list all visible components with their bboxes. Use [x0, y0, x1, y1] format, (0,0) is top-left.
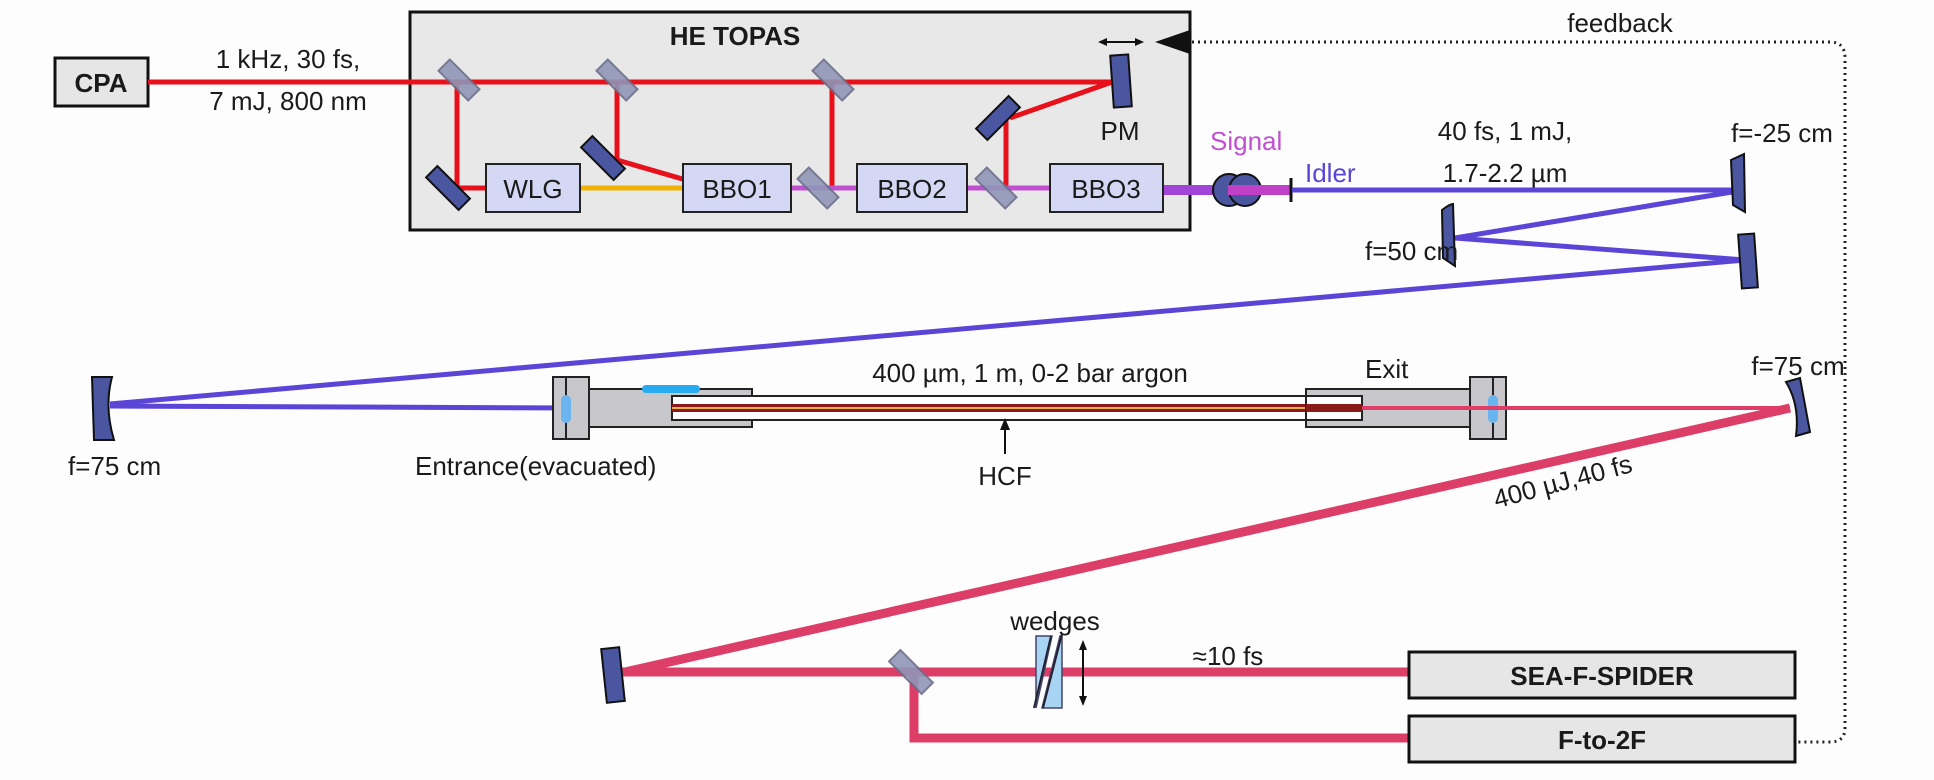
- bbo1-crystal: BBO1: [682, 163, 792, 213]
- sea-f-spider-box: SEA-F-SPIDER: [1407, 650, 1797, 700]
- feedback-actuator-icon: [1155, 30, 1190, 54]
- bbo3-crystal: BBO3: [1049, 163, 1164, 213]
- hcf-label: HCF: [978, 461, 1031, 491]
- f50-label: f=50 cm: [1365, 236, 1458, 266]
- pump-beam: [148, 79, 1122, 191]
- mirror-bbo1: [579, 134, 627, 182]
- entrance-label: Entrance(evacuated): [415, 451, 656, 481]
- svg-text:BBO1: BBO1: [702, 174, 771, 204]
- pm-label: PM: [1101, 116, 1140, 146]
- pm-translation-arrow-icon: [1098, 38, 1144, 46]
- cpa-box: CPA: [53, 56, 150, 108]
- idler-label: Idler: [1305, 158, 1356, 188]
- wedges-label: wedges: [1009, 606, 1100, 636]
- mirror-flat-idler: [1737, 232, 1759, 290]
- cpa-params-line1: 1 kHz, 30 fs,: [216, 44, 361, 74]
- mirror-f75-left: [90, 376, 116, 441]
- exit-label: Exit: [1365, 354, 1409, 384]
- mirror-f-minus25: [1729, 152, 1747, 214]
- feedback-loop-line: [1192, 40, 1847, 744]
- mirror-fold-bottom: [600, 646, 626, 704]
- entrance-window-icon: [561, 395, 571, 423]
- compressed-beam: [622, 403, 1791, 743]
- signal-idler-separator-icon: [1212, 173, 1293, 207]
- pulse-duration-label: ≈10 fs: [1193, 641, 1264, 671]
- mirror-f75-right: [1784, 376, 1812, 438]
- signal-label: Signal: [1210, 126, 1282, 156]
- mirror-wlg: [424, 164, 472, 212]
- f-minus25-label: f=-25 cm: [1731, 118, 1833, 148]
- wlg-crystal: WLG: [485, 163, 581, 213]
- wedges-icon: [1033, 633, 1063, 709]
- svg-text:SEA-F-SPIDER: SEA-F-SPIDER: [1510, 661, 1694, 691]
- svg-text:WLG: WLG: [503, 174, 562, 204]
- mirror-f50: [1440, 202, 1457, 268]
- idler-params-line1: 40 fs, 1 mJ,: [1438, 116, 1572, 146]
- hcf-pointer-arrow-icon: [1000, 418, 1010, 454]
- bbo2-crystal: BBO2: [856, 163, 968, 213]
- beam-splitter-2: [595, 58, 639, 102]
- svg-text:BBO3: BBO3: [1071, 174, 1140, 204]
- cpa-label: CPA: [75, 68, 128, 98]
- mirror-bbo3: [974, 94, 1022, 142]
- entrance-window-top: [642, 385, 700, 393]
- f75-right-label: f=75 cm: [1751, 351, 1844, 381]
- f75-left-label: f=75 cm: [68, 451, 161, 481]
- hcf-spec-label: 400 µm, 1 m, 0-2 bar argon: [872, 358, 1188, 388]
- beam-splitter-diagnostics: [887, 648, 935, 696]
- svg-text:F-to-2F: F-to-2F: [1558, 725, 1646, 755]
- beam-splitter-3: [811, 58, 855, 102]
- idler-params-line2: 1.7-2.2 µm: [1443, 158, 1568, 188]
- topas-title: HE TOPAS: [670, 21, 801, 51]
- feedback-label: feedback: [1567, 8, 1674, 38]
- beam-splitter-5: [974, 166, 1018, 210]
- f-to-2f-box: F-to-2F: [1407, 714, 1797, 764]
- hcf-fiber: [671, 395, 1363, 421]
- cpa-params-line2: 7 mJ, 800 nm: [209, 86, 367, 116]
- idler-beam: [109, 187, 1746, 411]
- wedge-translation-arrow-icon: [1079, 640, 1087, 706]
- beam-splitter-1: [437, 58, 481, 102]
- pump-mirror-pm: [1109, 53, 1133, 109]
- beam-splitter-4: [796, 166, 840, 210]
- svg-text:BBO2: BBO2: [877, 174, 946, 204]
